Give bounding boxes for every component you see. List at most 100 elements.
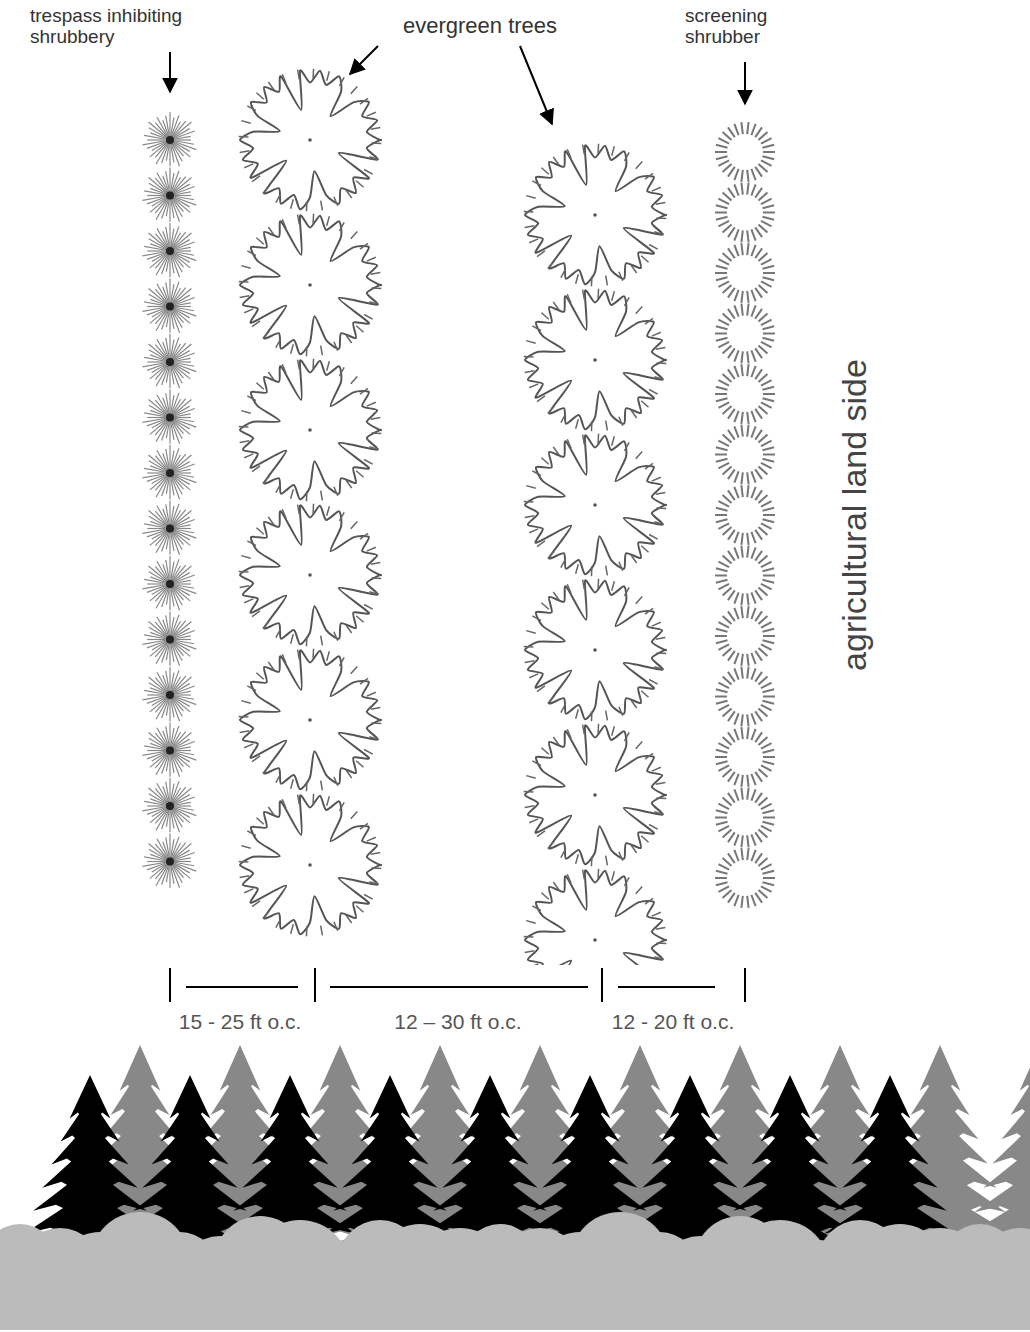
tree-needle [576, 419, 579, 428]
tree-needle [529, 529, 538, 533]
tree-needle [263, 186, 269, 193]
screen-stroke [755, 309, 762, 319]
screen-stroke [723, 769, 732, 777]
tree-needle [567, 439, 571, 448]
screen-stroke [716, 508, 728, 511]
screen-stroke [728, 348, 735, 358]
evergreen-tree-plan [239, 214, 382, 357]
screen-stroke [741, 485, 742, 497]
tree-needle [526, 486, 535, 489]
tree-needle [369, 737, 378, 740]
shrub-stroke [170, 862, 180, 888]
screen-stroke [758, 708, 767, 716]
shrub-center [166, 303, 174, 311]
shrub-stroke [170, 695, 180, 721]
tree-needle [591, 857, 593, 867]
screen-stroke [747, 606, 748, 618]
tree-needle [346, 335, 352, 343]
tree-needle [339, 512, 344, 521]
shrub-stroke [170, 806, 180, 832]
tree-needle [241, 266, 250, 269]
screen-stroke [716, 568, 728, 571]
elevation-view [0, 1045, 1030, 1330]
tree-needle [339, 802, 344, 811]
leader-arrow [350, 46, 378, 74]
screen-stroke [728, 167, 735, 177]
screen-stroke [734, 774, 738, 785]
screen-stroke [747, 291, 748, 303]
tree-needle [657, 507, 667, 509]
tree-needle [276, 629, 281, 638]
tree-needle [312, 359, 314, 369]
tree-needle [360, 678, 368, 684]
trespass-shrub [142, 556, 196, 610]
screen-stroke [762, 701, 774, 704]
screen-stroke [716, 750, 728, 753]
tree-needle [356, 906, 363, 912]
trespass-shrub [142, 112, 196, 166]
screen-stroke [747, 183, 748, 195]
tree-needle [583, 145, 585, 155]
tree-needle [652, 767, 661, 771]
screen-stroke [716, 326, 728, 329]
trespass-shrub [142, 334, 196, 388]
screen-stroke [762, 580, 774, 583]
tree-needle [636, 886, 642, 893]
screen-stroke [718, 562, 729, 568]
tree-trunk-dot [308, 573, 312, 577]
tree-needle [657, 217, 667, 219]
screen-stroke [723, 374, 732, 382]
screen-stroke [763, 696, 775, 698]
screen-stroke [751, 592, 755, 603]
tree-needle [282, 364, 286, 373]
tree-needle [541, 893, 548, 899]
shrub-stroke [142, 196, 170, 201]
tree-trunk-dot [593, 503, 597, 507]
screen-stroke [741, 122, 742, 134]
screen-stroke [718, 380, 729, 386]
tree-needle [367, 112, 376, 116]
tree-needle [553, 737, 559, 745]
screen-stroke [761, 501, 772, 507]
evergreen-column [524, 144, 667, 965]
screen-stroke [723, 890, 732, 898]
tree-needle [276, 484, 281, 493]
screen-stroke [715, 635, 727, 637]
tree-needle [649, 389, 658, 394]
tree-needle [631, 265, 637, 273]
screen-stroke [758, 132, 767, 140]
shrub-stroke [170, 677, 191, 695]
tree-needle [239, 136, 249, 138]
shrub-center [166, 802, 174, 810]
tree-needle [548, 841, 554, 848]
screen-stroke [734, 245, 738, 256]
tree-needle [645, 173, 653, 179]
screen-stroke [741, 533, 742, 545]
tree-needle [583, 435, 585, 445]
tree-needle [346, 625, 352, 633]
screen-stroke [762, 568, 774, 571]
screen-stroke [762, 338, 774, 341]
screen-stroke [734, 184, 738, 195]
screen-stroke [734, 653, 738, 664]
screen-stroke [716, 810, 728, 813]
tree-needle [606, 856, 608, 866]
screen-stroke [716, 640, 728, 643]
tree-needle [548, 261, 554, 268]
tree-needle [346, 770, 352, 778]
screening-shrub [715, 606, 775, 666]
tree-needle [263, 911, 269, 918]
screen-stroke [751, 229, 755, 240]
tree-canopy-outline [240, 215, 381, 354]
tree-needle [606, 566, 608, 576]
tree-needle [372, 432, 382, 434]
tree-needle [346, 480, 352, 488]
tree-needle [371, 853, 381, 855]
tree-needle [631, 700, 637, 708]
screening-shrub [715, 848, 775, 908]
screen-stroke [761, 342, 772, 348]
tree-needle [364, 894, 373, 899]
screen-stroke [758, 374, 767, 382]
tree-needle [537, 251, 545, 257]
screen-stroke [716, 689, 728, 692]
